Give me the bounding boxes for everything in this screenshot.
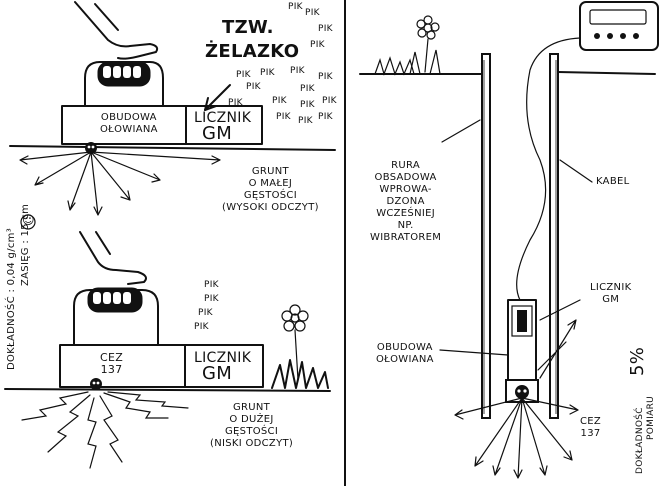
- top-skull-icon: [85, 142, 97, 154]
- smiley-glyph: ☺: [22, 213, 35, 227]
- top-gauge-body: [61, 105, 263, 145]
- bottom-zigzag-arrows: [21, 391, 189, 469]
- accuracy-measure-value: 5%: [627, 346, 648, 376]
- sound-word-pik: PIK: [300, 84, 315, 94]
- sound-word-pik: PIK: [198, 308, 213, 318]
- device-name-arrow: [204, 84, 231, 111]
- grass-left: [374, 56, 415, 76]
- sound-word-pik: PIK: [246, 82, 261, 92]
- housing-leader-line: [439, 349, 509, 356]
- probe-skull-icon: [515, 385, 529, 399]
- probe-radiation-arrows: [454, 319, 579, 479]
- bottom-skull-icon: [90, 378, 102, 390]
- bottom-source-label: CEZ 137: [100, 351, 124, 376]
- readout-box: [579, 1, 659, 51]
- accuracy-label: DOKŁADNOŚĆ : 0,04 g/cm³: [6, 227, 17, 370]
- tube-label: RURA OBSADOWA WPROWA- DZONA WCZEŚNIEJ NP…: [370, 160, 442, 243]
- flower-icon: [271, 304, 329, 389]
- sound-word-pik: PIK: [260, 68, 275, 78]
- sound-word-pik: PIK: [204, 294, 219, 304]
- device-name-line1: TZW.: [222, 17, 274, 38]
- sound-word-pik: PIK: [322, 96, 337, 106]
- top-ground-label: GRUNT O MAŁEJ GĘSTOŚCI (WYSOKI ODCZYT): [222, 166, 319, 213]
- bottom-ground-line: [4, 388, 331, 392]
- cable-label: KABEL: [596, 176, 630, 187]
- sound-word-pik: PIK: [236, 70, 251, 80]
- tube-leader-line: [441, 119, 481, 143]
- bottom-counter-label: LICZNIK: [194, 350, 252, 366]
- sound-word-pik: PIK: [310, 40, 325, 50]
- top-counter-gm: GM: [202, 123, 233, 144]
- bottom-handle: [73, 287, 159, 346]
- top-hand: [74, 1, 159, 60]
- sound-word-pik: PIK: [204, 280, 219, 290]
- sound-word-pik: PIK: [305, 8, 320, 18]
- sound-word-pik: PIK: [318, 72, 333, 82]
- counter-leader-line: [539, 299, 581, 321]
- probe-source-label: CEZ 137: [580, 416, 602, 439]
- cable-line: [516, 37, 581, 301]
- top-counter-label: LICZNIK: [194, 110, 252, 126]
- top-handle: [84, 61, 164, 107]
- sound-word-pik: PIK: [318, 112, 333, 122]
- sound-word-pik: PIK: [276, 112, 291, 122]
- bottom-gauge-body: [59, 344, 264, 388]
- bottom-ground-label: GRUNT O DUŻEJ GĘSTOŚCI (NISKI ODCZYT): [210, 402, 294, 449]
- sound-word-pik: PIK: [288, 2, 303, 12]
- bottom-counter-gm: GM: [202, 363, 233, 384]
- probe-counter-label: LICZNIK GM: [590, 282, 632, 305]
- sound-word-pik: PIK: [272, 96, 287, 106]
- cable-leader-line: [559, 159, 593, 183]
- top-ground-line: [9, 145, 336, 151]
- right-flower-icon: [409, 15, 441, 75]
- sound-word-pik: PIK: [228, 98, 243, 108]
- top-smiley-icon: [20, 214, 36, 230]
- bottom-hand: [79, 231, 147, 285]
- top-radiation-arrows: [19, 151, 221, 216]
- sound-word-pik: PIK: [290, 66, 305, 76]
- accuracy-measure-line2: POMIARU: [646, 395, 656, 440]
- right-ground-right: [557, 71, 656, 75]
- probe-housing-label: OBUDOWA OŁOWIANA: [376, 342, 434, 365]
- sound-word-pik: PIK: [194, 322, 209, 332]
- top-housing-label: OBUDOWA OŁOWIANA: [100, 112, 158, 135]
- device-name-line2: ŻELAZKO: [205, 41, 300, 62]
- sound-word-pik: PIK: [298, 116, 313, 126]
- sound-word-pik: PIK: [318, 24, 333, 34]
- casing-tube: [481, 53, 559, 419]
- sound-word-pik: PIK: [300, 100, 315, 110]
